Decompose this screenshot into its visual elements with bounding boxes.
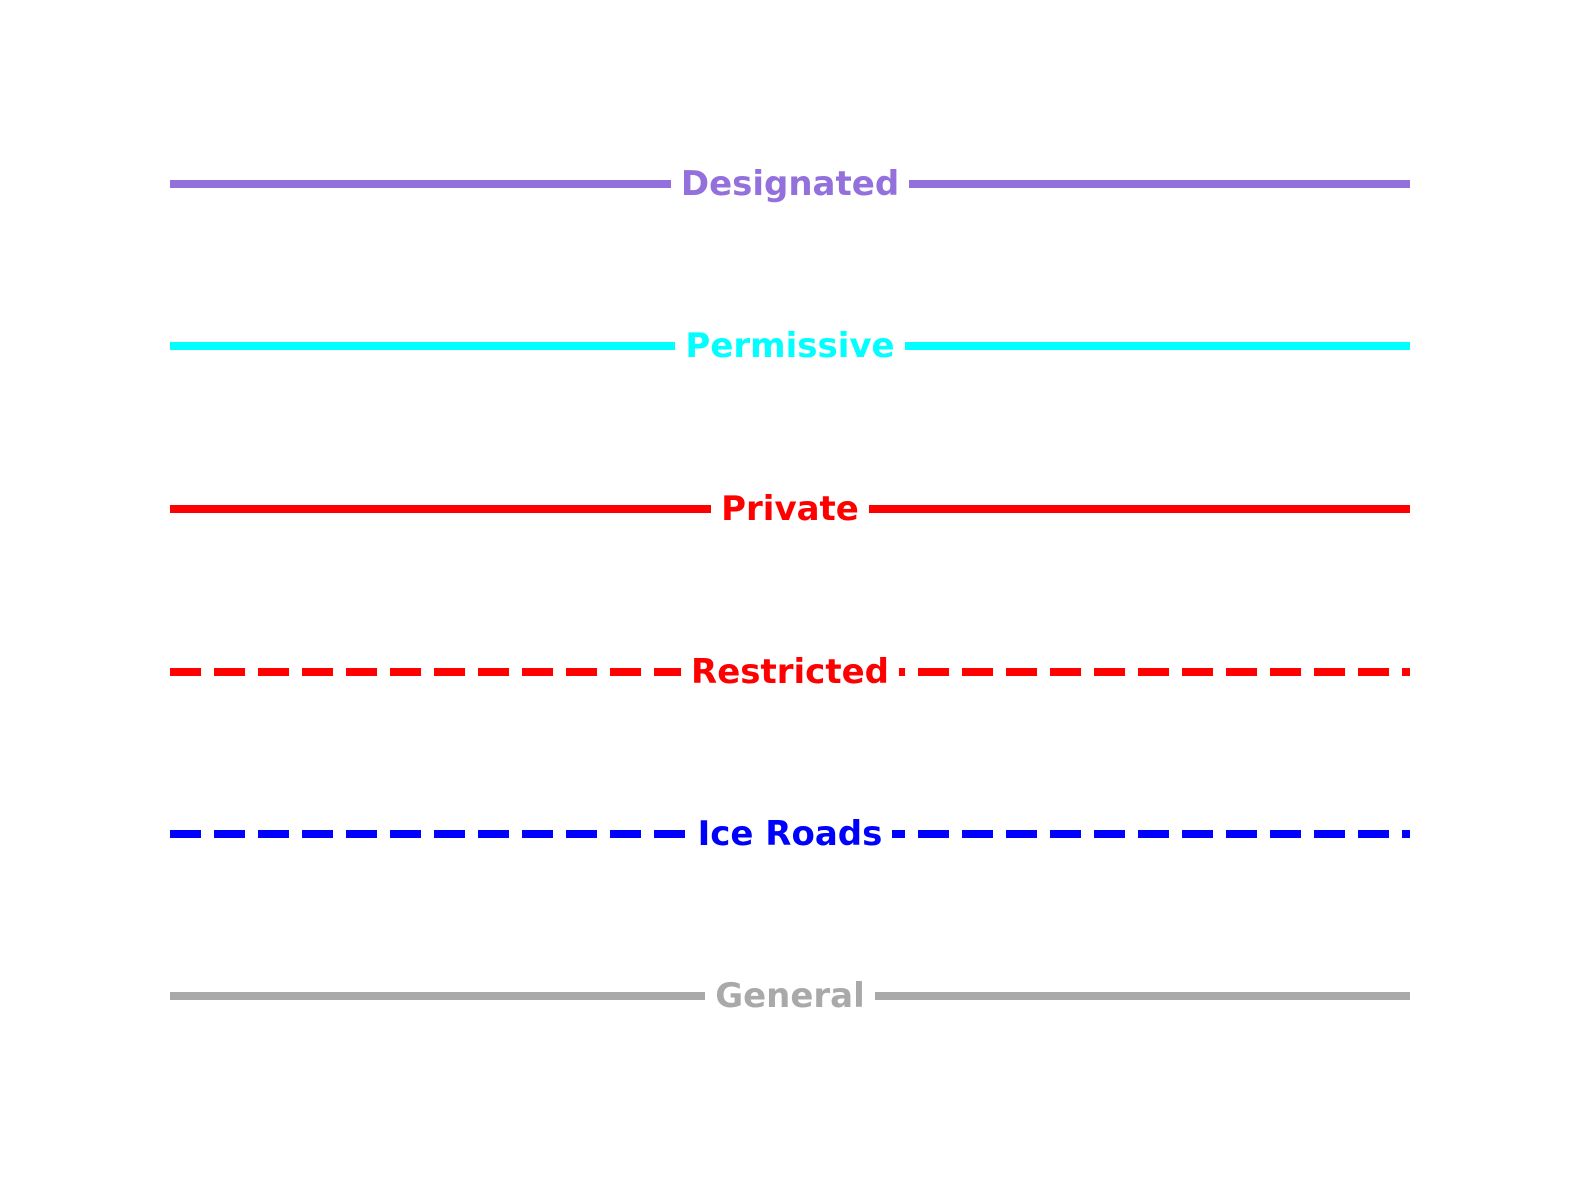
legend-row-private: Private bbox=[170, 481, 1410, 537]
legend-row-ice-roads: Ice Roads bbox=[170, 806, 1410, 862]
legend-label-restricted: Restricted bbox=[681, 644, 899, 700]
legend-label-general: General bbox=[705, 968, 875, 1024]
legend-label-ice-roads: Ice Roads bbox=[687, 806, 893, 862]
legend-label-permissive: Permissive bbox=[675, 318, 905, 374]
legend-label-designated: Designated bbox=[670, 156, 910, 212]
legend-label-private: Private bbox=[711, 481, 869, 537]
legend-row-general: General bbox=[170, 968, 1410, 1024]
legend-row-designated: Designated bbox=[170, 156, 1410, 212]
legend-row-permissive: Permissive bbox=[170, 318, 1410, 374]
legend-row-restricted: Restricted bbox=[170, 644, 1410, 700]
